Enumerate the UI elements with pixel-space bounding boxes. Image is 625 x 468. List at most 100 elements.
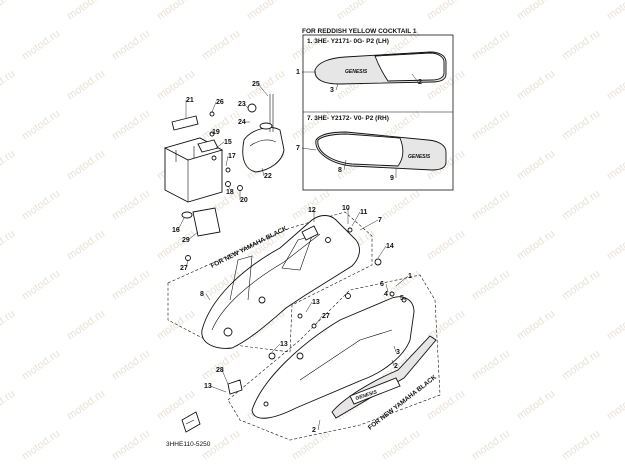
leader-line: [209, 131, 213, 135]
watermark-text: motod.ru: [515, 148, 557, 183]
callout-number: 7: [296, 145, 300, 152]
watermark-text: motod.ru: [515, 388, 557, 423]
watermark-text: motod.ru: [605, 148, 625, 183]
side-cover-rh: GENESIS: [315, 131, 447, 171]
variant-rh-label: 7. 3HE- Y2172- V0- P2 (RH): [307, 115, 389, 122]
fasteners: [185, 227, 407, 329]
leader-line: [343, 159, 347, 171]
watermark-text: motod.ru: [605, 308, 625, 343]
leader-line: [261, 167, 265, 177]
side-cover-lower: GENESIS: [227, 296, 437, 419]
callout-number: 26: [216, 99, 224, 106]
callout-number: 4: [384, 291, 388, 298]
watermark-text: motod.ru: [110, 268, 152, 303]
watermark-text: motod.ru: [20, 348, 62, 383]
leader-line: [243, 103, 249, 109]
callout-number: 9: [390, 175, 394, 182]
callout-number: 28: [216, 367, 224, 374]
watermark-text: motod.ru: [110, 348, 152, 383]
watermark-text: motod.ru: [200, 108, 242, 143]
watermark-text: motod.ru: [200, 348, 242, 383]
watermark-text: motod.ru: [65, 68, 107, 103]
watermark-text: motod.ru: [425, 228, 467, 263]
leader-line: [411, 73, 419, 83]
callout-number: 17: [228, 153, 236, 160]
watermark-text: motod.ru: [20, 108, 62, 143]
callout-number: 12: [308, 207, 316, 214]
watermark-text: motod.ru: [470, 108, 512, 143]
watermark-text: motod.ru: [470, 188, 512, 223]
leader-line: [403, 297, 407, 301]
leader-line: [335, 83, 339, 91]
watermark-text: motod.ru: [560, 428, 602, 463]
watermark-text: motod.ru: [155, 0, 197, 22]
callout-number: 21: [186, 97, 194, 104]
callout-number: 27: [180, 265, 188, 272]
leader-line: [301, 147, 317, 151]
leader-line: [377, 245, 387, 259]
watermark-text: motod.ru: [380, 428, 422, 463]
watermark-text: motod.ru: [470, 348, 512, 383]
watermark-text: motod.ru: [245, 0, 287, 22]
callout-number: 5: [400, 295, 404, 302]
callout-number: 2: [418, 79, 422, 86]
watermark-text: motod.ru: [470, 268, 512, 303]
callout-number: 13: [312, 299, 320, 306]
watermark-text: motod.ru: [110, 188, 152, 223]
leader-line: [385, 283, 389, 293]
callout-number: 19: [212, 129, 220, 136]
watermark-text: motod.ru: [20, 268, 62, 303]
callout-number: 10: [342, 205, 350, 212]
leader-line: [393, 345, 397, 353]
callout-number: 15: [224, 139, 232, 146]
watermark-text: motod.ru: [110, 28, 152, 63]
watermark-text: motod.ru: [515, 228, 557, 263]
leader-line: [211, 101, 217, 113]
watermark-text: motod.ru: [515, 0, 557, 22]
watermark-text: motod.ru: [380, 188, 422, 223]
leader-line: [351, 211, 361, 227]
side-cover-lh: GENESIS: [314, 51, 447, 85]
callout-number: 7: [378, 217, 382, 224]
watermark-text: motod.ru: [110, 428, 152, 463]
watermark-text: motod.ru: [515, 68, 557, 103]
leader-line: [317, 419, 321, 431]
callout-number: 6: [380, 281, 384, 288]
leader-line: [315, 315, 323, 325]
watermark-text: motod.ru: [65, 0, 107, 22]
leader-line: [205, 293, 211, 301]
callout-number: 27: [322, 313, 330, 320]
leader-line: [389, 293, 395, 299]
callout-number: 16: [172, 227, 180, 234]
watermark-text: motod.ru: [0, 308, 17, 343]
leader-line: [185, 259, 189, 269]
leader-line: [227, 185, 233, 193]
leader-line: [221, 369, 229, 385]
watermark-text: motod.ru: [560, 108, 602, 143]
leader-line: [305, 301, 313, 313]
watermark-text: motod.ru: [605, 388, 625, 423]
reservoir-assembly: [242, 94, 285, 173]
watermark-text: motod.ru: [0, 0, 17, 22]
watermark-text: motod.ru: [65, 388, 107, 423]
watermark-text: motod.ru: [65, 308, 107, 343]
watermark-text: motod.ru: [65, 228, 107, 263]
callout-number: 20: [240, 197, 248, 204]
leader-line: [271, 343, 281, 353]
leader-line: [177, 217, 185, 231]
variant-box: FOR REDDISH YELLOW COCKTAIL 1 1. 3HE- Y2…: [302, 28, 454, 191]
frame-cover-lh: [201, 215, 360, 349]
callout-number: 29: [182, 237, 190, 244]
watermark-text: motod.ru: [515, 308, 557, 343]
callout-number: 3: [330, 87, 334, 94]
leader-line: [359, 219, 379, 231]
watermark-text: motod.ru: [155, 308, 197, 343]
watermark-text: motod.ru: [20, 28, 62, 63]
callout-number: 13: [204, 383, 212, 390]
leader-line: [225, 155, 229, 167]
callout-number: 24: [238, 119, 246, 126]
watermark-text: motod.ru: [605, 0, 625, 22]
diagram-code: 3HHE110-5250: [166, 441, 211, 448]
